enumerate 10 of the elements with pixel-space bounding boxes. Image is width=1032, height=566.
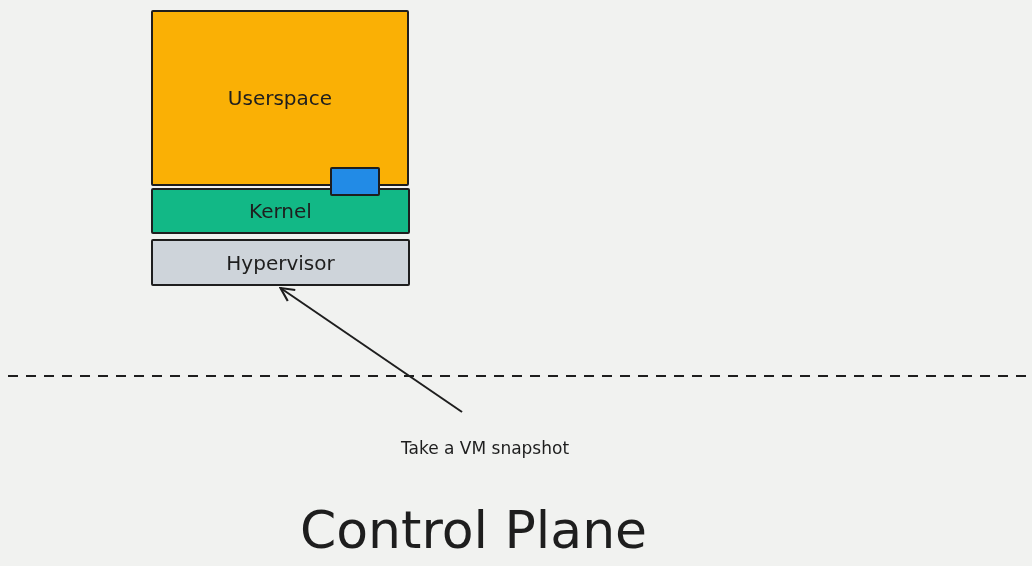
component-box — [330, 167, 380, 196]
layer-label: Kernel — [249, 199, 312, 223]
kernel-layer — [151, 188, 410, 234]
annotation-text: Take a VM snapshot — [400, 438, 570, 458]
arrow — [279, 286, 464, 413]
layer-label: Hypervisor — [226, 250, 335, 275]
hypervisor-layer — [151, 239, 410, 286]
userspace-layer — [151, 10, 409, 186]
layer-label: Userspace — [227, 86, 333, 110]
section-label: Control Plane — [300, 500, 648, 560]
